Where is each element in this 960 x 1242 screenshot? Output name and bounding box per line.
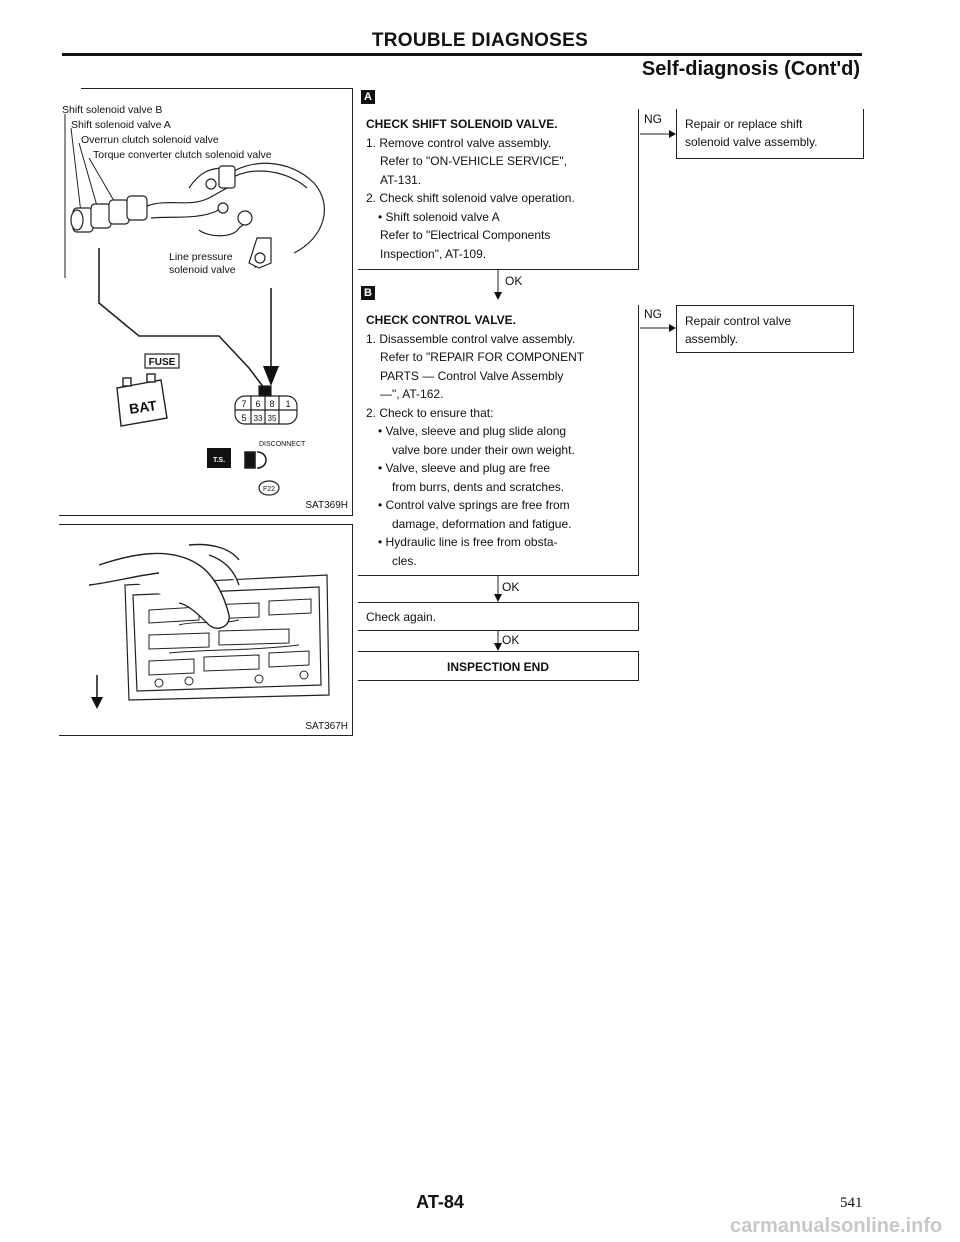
connector-pin-1: 1 (285, 399, 290, 409)
tester-icon (207, 448, 231, 468)
result-a-line-1: Repair or replace shift (685, 117, 803, 131)
step-b-line-9: from burrs, dents and scratches. (392, 479, 565, 494)
step-b-line-8: • Valve, sleeve and plug are free (378, 461, 551, 475)
step-a-line-7: Inspection", AT-109. (380, 246, 487, 261)
connector-id-label: F22 (263, 486, 275, 493)
figure-a-illustration: FUSE BAT 7 6 8 1 5 33 35 T.S. DISCONNECT (64, 88, 353, 496)
page-subtitle: Self-diagnosis (Cont'd) (641, 58, 860, 80)
page-code: AT-84 (416, 1192, 464, 1212)
step-a-line-2: Refer to "ON-VEHICLE SERVICE", (380, 154, 568, 168)
connector-pin-7: 7 (241, 399, 246, 409)
watermark: carmanualsonline.info (730, 1215, 943, 1237)
step-a-line-1: 1. Remove control valve assembly. (366, 135, 552, 150)
connector-pin-35: 35 (268, 414, 277, 423)
step-b-line-2: Refer to "REPAIR FOR COMPONENT (380, 350, 585, 364)
step-b-line-3: PARTS — Control Valve Assembly (380, 368, 564, 383)
step-b-line-4: —", AT-162. (380, 387, 444, 401)
label-torque-converter: Torque converter clutch solenoid valve (93, 149, 272, 161)
ok-label-3: OK (502, 633, 520, 647)
figure-b-panel: SAT367H (59, 524, 353, 736)
step-b-line-1: 1. Disassemble control valve assembly. (366, 331, 576, 346)
label-shift-solenoid-b: Shift solenoid valve B (62, 104, 163, 116)
connector-pin-8: 8 (269, 399, 274, 409)
step-a-line-3: AT-131. (380, 172, 422, 187)
flow-a-marker: A (361, 90, 375, 104)
result-b-line-2: assembly. (685, 332, 739, 346)
ng-label-a: NG (644, 112, 662, 126)
ng-arrow-a (640, 130, 676, 138)
label-overrun-clutch: Overrun clutch solenoid valve (81, 134, 219, 146)
step-a-line-4: 2. Check shift solenoid valve operation. (366, 191, 575, 205)
step-b-line-7: valve bore under their own weight. (392, 442, 575, 457)
label-line-pressure-2: solenoid valve (169, 264, 236, 276)
step-a-line-6: Refer to "Electrical Components (380, 228, 551, 242)
disconnect-connector-icon (244, 451, 267, 469)
battery-label: BAT (128, 397, 158, 417)
ok-label-1: OK (505, 274, 523, 288)
tester-label: T.S. (213, 457, 225, 464)
label-line-pressure-1: Line pressure (169, 251, 233, 263)
ng-arrow-b (640, 324, 676, 332)
result-b-box: Repair control valve assembly. (676, 305, 854, 353)
result-b-line-1: Repair control valve (685, 314, 792, 328)
inspection-end-box: INSPECTION END (358, 651, 639, 681)
connector-id-badge (258, 480, 280, 496)
figure-a-code: SAT369H (305, 500, 348, 511)
ok-arrow-1 (494, 270, 502, 300)
step-a-line-5: • Shift solenoid valve A (378, 209, 500, 224)
step-b-line-11: damage, deformation and fatigue. (392, 516, 572, 531)
check-again-label: Check again. (366, 610, 437, 624)
disconnect-label: DISCONNECT (259, 441, 306, 448)
label-shift-solenoid-a: Shift solenoid valve A (71, 119, 171, 131)
header-rule (62, 53, 862, 56)
step-b-line-5: 2. Check to ensure that: (366, 405, 494, 420)
step-b-line-10: • Control valve springs are free from (378, 498, 570, 512)
step-b-line-6: • Valve, sleeve and plug slide along (378, 424, 567, 438)
step-b-box: CHECK CONTROL VALVE. 1. Disassemble cont… (358, 305, 639, 576)
fuse-label: FUSE (149, 357, 176, 368)
step-a-title: CHECK SHIFT SOLENOID VALVE. (366, 117, 558, 131)
connector-pin-6: 6 (255, 399, 260, 409)
connector-pin-5: 5 (241, 413, 246, 423)
step-b-line-13: cles. (392, 553, 417, 568)
ok-label-2: OK (502, 580, 520, 594)
step-b-title: CHECK CONTROL VALVE. (366, 313, 517, 327)
page-title: TROUBLE DIAGNOSES (371, 30, 589, 51)
figure-a-panel: FUSE BAT 7 6 8 1 5 33 35 T.S. DISCONNECT (59, 88, 353, 516)
figure-b-illustration (88, 543, 330, 709)
inspection-end-label: INSPECTION END (446, 660, 549, 674)
connector-pin-33: 33 (254, 414, 263, 423)
result-a-box: Repair or replace shift solenoid valve a… (676, 109, 864, 159)
ok-arrow-2 (494, 576, 502, 602)
flow-b-marker: B (361, 286, 375, 300)
check-again-box: Check again. (358, 602, 639, 631)
ok-arrow-3 (494, 631, 502, 651)
ng-label-b: NG (644, 307, 662, 321)
figure-b-code: SAT367H (305, 721, 348, 732)
page-number: 541 (840, 1195, 863, 1211)
step-a-box: CHECK SHIFT SOLENOID VALVE. 1. Remove co… (358, 109, 639, 270)
step-b-line-12: • Hydraulic line is free from obsta- (378, 535, 558, 549)
result-a-line-2: solenoid valve assembly. (685, 135, 818, 149)
